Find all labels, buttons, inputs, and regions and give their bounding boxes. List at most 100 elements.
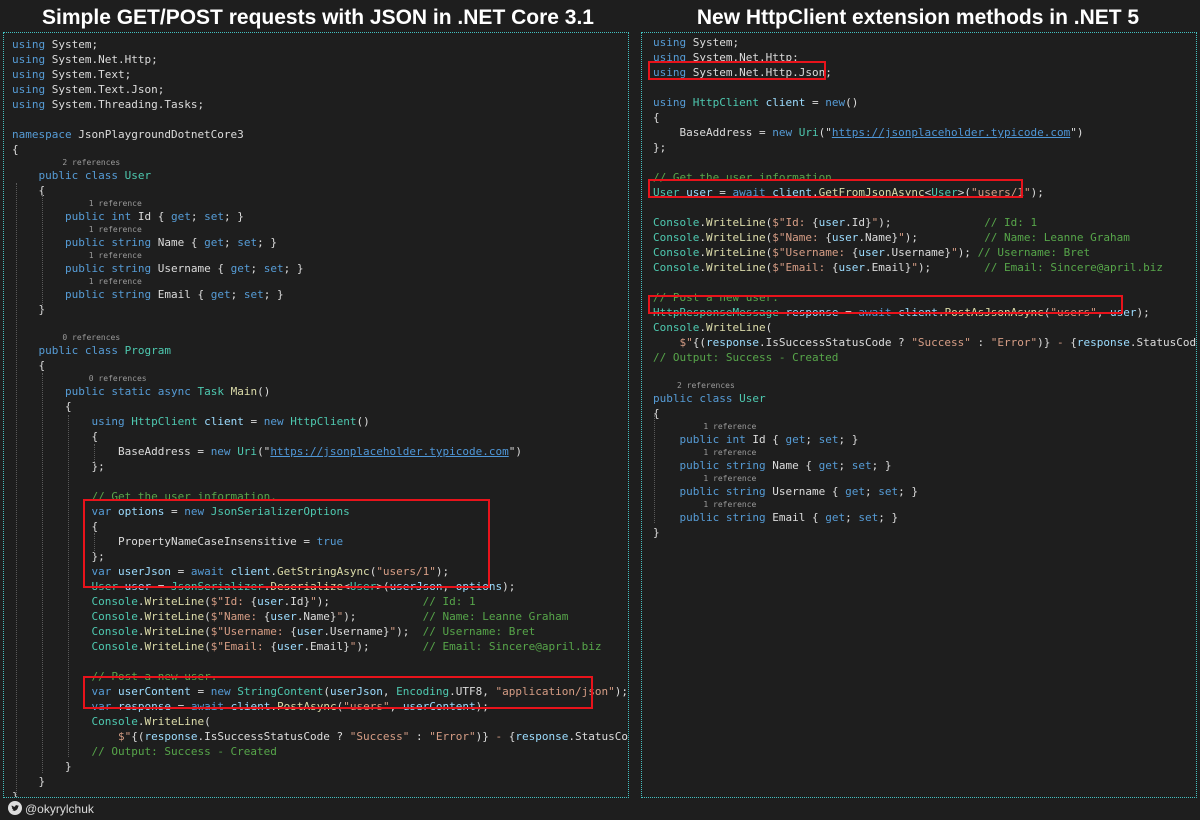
indent-guide — [654, 415, 655, 523]
code-token: : — [409, 730, 430, 743]
code-token: $"Username: — [210, 625, 291, 638]
code-token — [12, 565, 91, 578]
code-token: WriteLine — [705, 231, 766, 244]
code-line: using System.Net.Http.Json; — [653, 65, 832, 80]
code-token: System.Net.Http.Json; — [686, 66, 832, 79]
code-token: int — [111, 210, 132, 223]
code-token: ( — [323, 685, 330, 698]
code-token: . — [270, 700, 277, 713]
code-token: string — [725, 511, 766, 524]
code-token: = — [712, 186, 733, 199]
code-token: string — [111, 262, 152, 275]
left-code-editor[interactable]: using System;using System.Net.Http;using… — [4, 33, 628, 797]
code-lens-reference-count[interactable]: 0 references — [62, 333, 121, 342]
code-token: User — [739, 392, 766, 405]
code-token: ; — [838, 459, 852, 472]
code-lens-reference-count[interactable]: 2 references — [62, 158, 121, 167]
code-line: public string Username { get; set; } — [653, 484, 918, 499]
code-token: }; — [12, 550, 105, 563]
code-token: user — [831, 231, 859, 244]
code-token: set — [851, 459, 872, 472]
code-token: { — [12, 400, 72, 413]
code-link[interactable]: https://jsonplaceholder.typicode.com — [270, 445, 509, 458]
code-line: using System; — [12, 37, 98, 52]
code-token: "Success" — [349, 730, 410, 743]
code-line: using System.Text; — [12, 67, 131, 82]
code-token: public — [679, 485, 720, 498]
code-token: new — [210, 445, 231, 458]
code-line: namespace JsonPlaygroundDotnetCore3 — [12, 127, 244, 142]
code-token: } — [12, 760, 72, 773]
code-token: ); — [502, 580, 516, 593]
code-token: using — [12, 83, 46, 96]
code-token: Email { — [765, 511, 826, 524]
code-token: Id { — [131, 210, 171, 223]
code-token: // Name: Leanne Graham — [422, 610, 569, 623]
code-token: " — [911, 261, 918, 274]
code-line: { — [12, 142, 19, 157]
code-token: .IsSuccessStatusCode ? — [758, 336, 912, 349]
code-line: { — [12, 399, 72, 414]
code-token: ; } — [257, 236, 277, 249]
code-token: WriteLine — [705, 216, 766, 229]
code-token: , — [382, 685, 397, 698]
code-lens-reference-count[interactable]: 1 reference — [88, 199, 142, 208]
code-token: // Post a new user. — [653, 291, 779, 304]
code-token: Console — [653, 321, 700, 334]
code-lens-reference-count[interactable]: 1 reference — [88, 251, 142, 260]
code-token: .Name} — [296, 610, 337, 623]
code-token: . — [699, 231, 706, 244]
code-token — [12, 625, 91, 638]
code-token: class — [84, 344, 118, 357]
code-token: { — [12, 430, 99, 443]
code-token: new — [184, 505, 205, 518]
code-lens-reference-count[interactable]: 1 reference — [703, 500, 757, 509]
code-lens-reference-count[interactable]: 1 reference — [88, 225, 142, 234]
code-token: // Username: Bret — [422, 625, 536, 638]
code-token: using — [12, 68, 46, 81]
code-token: )} — [475, 730, 489, 743]
code-line: { — [653, 406, 660, 421]
code-token: .Username} — [884, 246, 952, 259]
code-lens-reference-count[interactable]: 1 reference — [703, 448, 757, 457]
code-line: public static async Task Main() — [12, 384, 270, 399]
code-token: - — [1050, 336, 1071, 349]
code-token: { — [1070, 336, 1077, 349]
code-token: (" — [818, 126, 832, 139]
code-token — [12, 505, 91, 518]
code-token: Uri — [237, 445, 258, 458]
code-token: . — [137, 640, 145, 653]
code-token: " — [898, 231, 905, 244]
code-lens-reference-count[interactable]: 0 references — [88, 374, 147, 383]
code-token: static — [111, 385, 152, 398]
code-token: ; — [250, 262, 264, 275]
code-token: ( — [765, 321, 773, 334]
right-code-editor[interactable]: using System;using System.Net.Http;using… — [642, 33, 1196, 797]
code-token: GetFromJsonAsync — [818, 186, 925, 199]
code-token: var — [91, 505, 112, 518]
code-lens-reference-count[interactable]: 1 reference — [703, 474, 757, 483]
code-token: $" — [679, 336, 693, 349]
code-token: (" — [257, 445, 271, 458]
code-token: . — [699, 216, 706, 229]
code-lens-reference-count[interactable]: 1 reference — [88, 277, 142, 286]
code-link[interactable]: https://jsonplaceholder.typicode.com — [831, 126, 1071, 139]
code-token — [653, 433, 680, 446]
indent-guide — [42, 195, 43, 311]
code-token: System; — [686, 36, 740, 49]
code-token: HttpClient — [692, 96, 759, 109]
code-token: WriteLine — [144, 715, 205, 728]
code-lens-reference-count[interactable]: 2 references — [677, 381, 735, 390]
author-handle: @okyrylchuk — [25, 802, 94, 816]
code-token: . — [699, 246, 706, 259]
code-line: public int Id { get; set; } — [653, 432, 859, 447]
code-token: new — [263, 415, 284, 428]
code-token: StringContent — [237, 685, 324, 698]
code-token: { — [653, 111, 660, 124]
code-token: // Id: 1 — [984, 216, 1038, 229]
code-token: ); — [316, 595, 423, 608]
code-token: userJson — [117, 565, 171, 578]
code-token: ); — [917, 261, 985, 274]
code-token: class — [699, 392, 733, 405]
code-lens-reference-count[interactable]: 1 reference — [703, 422, 757, 431]
